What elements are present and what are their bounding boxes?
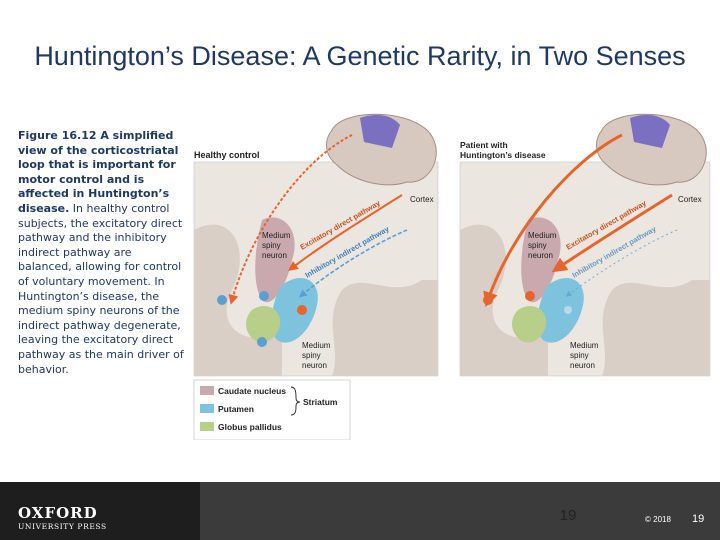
right-panel-title-2: Huntington’s disease bbox=[460, 150, 546, 160]
neuron-marker bbox=[259, 291, 269, 301]
corticostriatal-figure: Healthy control Cortex Medium spiny neur… bbox=[192, 110, 712, 440]
msn-label-right-4: Medium bbox=[570, 341, 599, 350]
msn-label-right-6: neuron bbox=[570, 361, 595, 370]
neuron-marker bbox=[483, 295, 493, 305]
right-panel-title-1: Patient with bbox=[460, 140, 508, 150]
page-number-center: 19 bbox=[548, 507, 588, 524]
neuron-marker bbox=[257, 337, 267, 347]
neuron-marker bbox=[217, 295, 227, 305]
msn-label-left-2: spiny bbox=[262, 241, 281, 250]
slide-title: Huntington’s Disease: A Genetic Rarity, … bbox=[30, 38, 690, 74]
legend-striatum: Striatum bbox=[303, 397, 338, 407]
msn-label-left-6: neuron bbox=[302, 361, 327, 370]
healthy-panel: Healthy control Cortex Medium spiny neur… bbox=[194, 114, 438, 376]
legend-globus: Globus pallidus bbox=[218, 422, 282, 432]
cortex-label-right: Cortex bbox=[678, 195, 702, 204]
legend: Caudate nucleus Putamen Globus pallidus … bbox=[194, 380, 350, 440]
msn-label-left-5: spiny bbox=[302, 351, 321, 360]
neuron-marker bbox=[297, 305, 307, 315]
msn-label-left-1: Medium bbox=[262, 231, 291, 240]
neuron-marker bbox=[564, 306, 572, 314]
msn-label-right-5: spiny bbox=[570, 351, 589, 360]
gyrus-shape bbox=[602, 280, 710, 376]
huntington-panel: Patient with Huntington’s disease Cortex… bbox=[460, 114, 710, 376]
publisher-subtitle: UNIVERSITY PRESS bbox=[18, 522, 107, 531]
legend-putamen: Putamen bbox=[218, 404, 254, 414]
legend-swatch-globus bbox=[200, 422, 214, 431]
gyrus-shape bbox=[332, 280, 438, 376]
legend-swatch-caudate bbox=[200, 386, 214, 395]
legend-swatch-putamen bbox=[200, 404, 214, 413]
msn-label-left-3: neuron bbox=[262, 251, 287, 260]
left-panel-title: Healthy control bbox=[194, 150, 260, 160]
msn-label-right-2: spiny bbox=[528, 241, 547, 250]
neuron-marker bbox=[525, 291, 535, 301]
publisher-logo-area: OXFORD UNIVERSITY PRESS bbox=[0, 482, 200, 540]
caption-body: In healthy control subjects, the excitat… bbox=[18, 202, 184, 376]
publisher-logo: OXFORD bbox=[18, 504, 98, 522]
msn-label-left-4: Medium bbox=[302, 341, 331, 350]
msn-label-right-1: Medium bbox=[528, 231, 557, 240]
page-number-right: 19 bbox=[692, 513, 704, 525]
footer-bar: OXFORD UNIVERSITY PRESS 19 © 2018 19 bbox=[0, 482, 720, 540]
cortex-label-left: Cortex bbox=[410, 195, 434, 204]
legend-caudate: Caudate nucleus bbox=[218, 386, 286, 396]
figure-caption: Figure 16.12 A simplified view of the co… bbox=[18, 129, 186, 377]
msn-label-right-3: neuron bbox=[528, 251, 553, 260]
copyright-text: © 2018 bbox=[645, 515, 671, 524]
